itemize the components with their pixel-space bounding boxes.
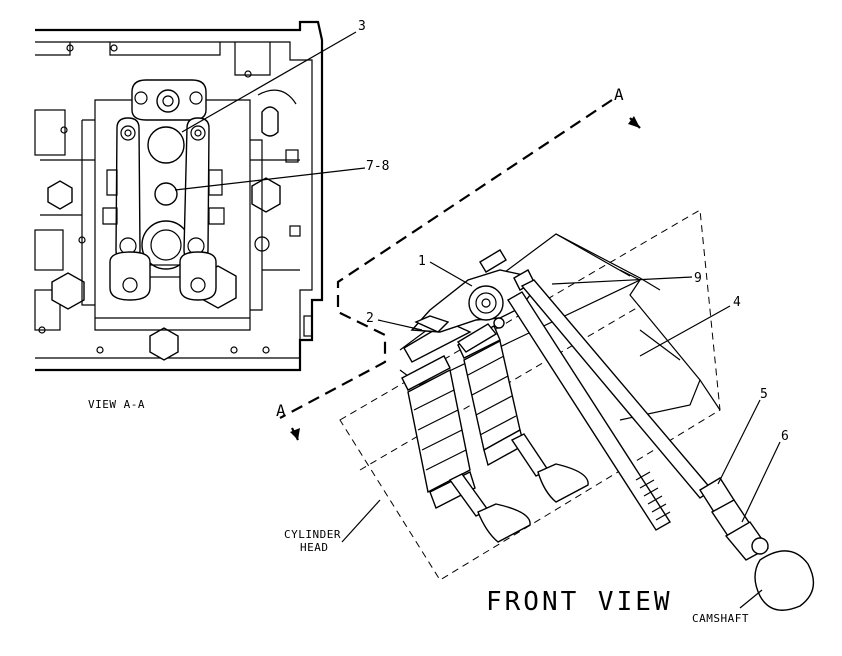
camshaft-label: CAMSHAFT	[692, 612, 749, 625]
leader-5	[717, 399, 761, 485]
callout-3: 3	[358, 19, 366, 34]
view-a-a-drawing	[34, 20, 324, 372]
cylinder-head-label: CYLINDER	[284, 528, 341, 541]
callout-5: 5	[760, 387, 768, 402]
leader-cylinder-head	[341, 499, 381, 543]
front-view-drawing	[339, 209, 815, 611]
section-marker-a-top: A	[614, 85, 624, 104]
view-a-a-caption: VIEW A-A	[88, 398, 145, 411]
leader-3	[181, 31, 357, 133]
callout-7-8: 7-8	[366, 159, 389, 174]
leader-1	[429, 261, 473, 287]
leader-9	[551, 276, 693, 285]
leader-2	[377, 319, 423, 331]
leader-7-8	[174, 167, 366, 191]
section-cut-line	[279, 99, 613, 419]
callout-2: 2	[366, 311, 374, 326]
callout-9: 9	[694, 271, 702, 286]
callout-1: 1	[418, 254, 426, 269]
cylinder-head-label-line2: HEAD	[300, 541, 329, 554]
section-marker-a-bottom: A	[276, 401, 286, 420]
front-view-caption: FRONT VIEW	[486, 587, 673, 617]
callout-4: 4	[733, 295, 741, 310]
leader-camshaft	[739, 589, 763, 609]
callout-6: 6	[781, 429, 789, 444]
leader-4	[639, 305, 731, 357]
leader-6	[741, 441, 781, 523]
